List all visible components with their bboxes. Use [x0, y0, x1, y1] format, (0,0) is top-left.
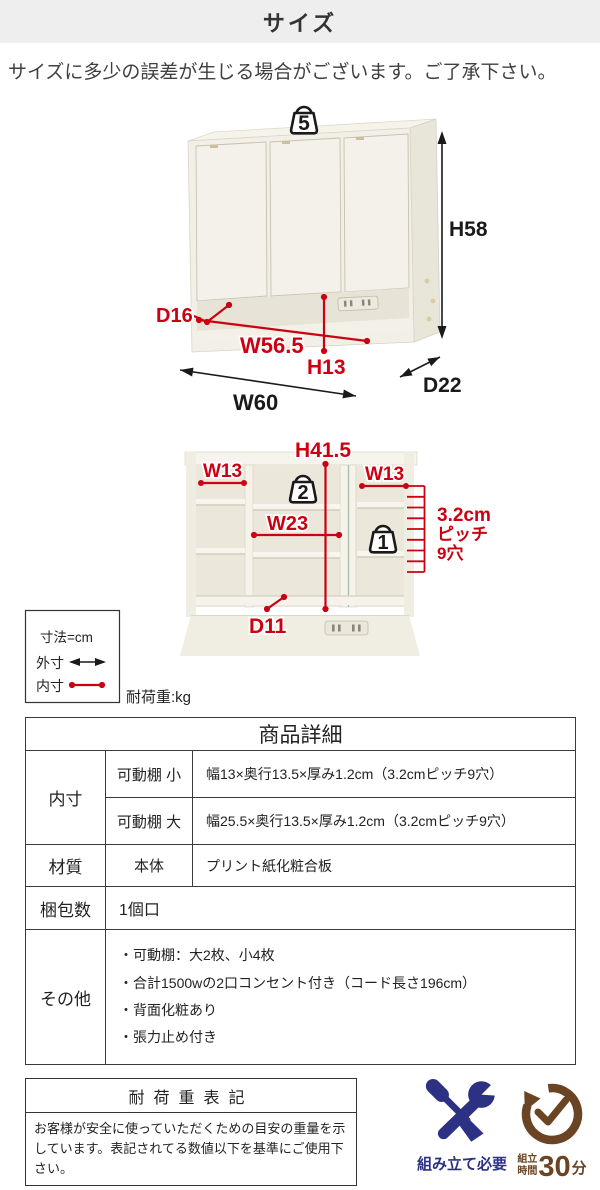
outlet-icon [337, 295, 379, 312]
assembly-time-value: 30 [538, 1151, 571, 1184]
load-badge-2: 2 [288, 474, 318, 504]
assembly-required: 組み立て必要 [406, 1074, 518, 1174]
shelf-small-value: 幅13×奥行13.5×厚み1.2cm（3.2cmピッチ9穴） [191, 750, 577, 798]
assembly-time-prefix-line1: 組立 [517, 1154, 538, 1165]
other-label: その他 [25, 929, 106, 1065]
dim-open-inner-depth: D11 [249, 615, 287, 638]
material-label: 材質 [25, 844, 106, 887]
shelf-large-value: 幅25.5×奥行13.5×厚み1.2cm（3.2cmピッチ9穴） [191, 797, 577, 845]
page-title-bar: サイズ [0, 0, 600, 43]
dimension-legend: 寸法=cm 外寸 内寸 耐荷重:kg [24, 609, 191, 706]
cabinet-front-photo [187, 118, 441, 353]
dim-left-inner-width: W13 [203, 461, 242, 482]
legend-load-label: 耐荷重:kg [126, 689, 191, 706]
dim-inner-width: W56.5 [240, 333, 304, 358]
load-badge-5-value: 5 [298, 112, 310, 135]
dim-center-inner-width: W23 [267, 513, 308, 535]
table-row: 内寸 可動棚 小 幅13×奥行13.5×厚み1.2cm（3.2cmピッチ9穴） [25, 750, 577, 845]
pitch-hole-ticks [407, 485, 426, 573]
pitch-label-1: 3.2cm [437, 505, 491, 526]
legend-outer-label: 外寸 [36, 655, 64, 671]
outlet-icon [324, 620, 369, 636]
shelf-small-label: 可動棚 小 [105, 750, 193, 798]
other-item: ・張力止め付き [119, 1029, 217, 1046]
material-sub-label: 本体 [105, 844, 193, 887]
dim-inner-depth: D16 [156, 305, 193, 327]
load-capacity-note: 耐荷重表記 お客様が安全に使っていただくための目安の重量を示しています。表記され… [25, 1078, 357, 1186]
shelf-boards [196, 499, 404, 605]
product-details-table: 商品詳細 内寸 可動棚 小 幅13×奥行13.5×厚み1.2cm（3.2cmピッ… [24, 717, 577, 1065]
table-row: 可動棚 大 幅25.5×奥行13.5×厚み1.2cm（3.2cmピッチ9穴） [26, 797, 577, 845]
load-badge-1: 1 [368, 524, 398, 554]
package-value: 1個口 [104, 886, 577, 930]
dim-outer-width: W60 [233, 390, 278, 415]
load-badge-1-value: 1 [377, 532, 388, 554]
clock-rotate-icon [521, 1083, 583, 1145]
outer-arrow-icon [69, 658, 106, 666]
dim-inner-height: H13 [307, 356, 346, 379]
wrench-screwdriver-icon [425, 1074, 510, 1142]
load-badge-5: 5 [289, 105, 319, 135]
size-notice-text: サイズに多少の誤差が生じる場合がございます。ご了承下さい。 [8, 62, 557, 83]
legend-unit: 寸法=cm [40, 630, 93, 645]
legend-inner-label: 内寸 [36, 678, 64, 694]
cabinet-open-dimensions: H41.5 W13 W13 2 W23 1 [198, 437, 493, 640]
table-row: その他 ・可動棚：大2枚、小4枚 ・合計1500wの2口コンセント付き（コード長… [25, 929, 577, 1065]
package-label: 梱包数 [25, 886, 106, 930]
inner-line-icon [68, 681, 106, 689]
other-values: ・可動棚：大2枚、小4枚 ・合計1500wの2口コンセント付き（コード長さ196… [104, 929, 577, 1065]
assembly-required-label: 組み立て必要 [416, 1156, 507, 1173]
assembly-time-unit: 分 [571, 1160, 587, 1177]
load-note-title: 耐荷重表記 [26, 1079, 356, 1113]
other-item: ・背面化粧あり [119, 1002, 217, 1018]
dim-open-inner-height: H41.5 [295, 439, 351, 462]
dim-outer-height: H58 [449, 218, 488, 241]
table-row: 材質 本体 プリント紙化粧合板 [25, 844, 577, 887]
material-value: プリント紙化粧合板 [191, 844, 577, 887]
table-row: 梱包数 1個口 [25, 886, 577, 930]
assembly-time-prefix-line2: 時間 [517, 1165, 538, 1177]
pitch-label-2: ピッチ [437, 525, 488, 544]
cabinet-open-photo [180, 451, 420, 656]
other-item: ・可動棚：大2枚、小4枚 [119, 947, 275, 964]
pitch-label-3: 9穴 [437, 543, 463, 563]
assembly-time-prefix: 組立 時間 [517, 1154, 537, 1180]
cabinet-front-dimensions: 5 H58 D16 W56.5 H13 W60 D22 [154, 105, 488, 415]
load-note-body: お客様が安全に使っていただくための目安の重量を示しています。表記されてる数値以下… [34, 1121, 346, 1177]
page-title: サイズ [262, 10, 338, 36]
dim-right-inner-width: W13 [365, 464, 404, 485]
assembly-time: 組立 時間 30 分 [507, 1075, 597, 1184]
assembly-time-caption: 組立 時間 30 分 [507, 1151, 597, 1184]
shelf-large-label: 可動棚 大 [105, 797, 193, 845]
size-diagrams: 5 H58 D16 W56.5 H13 W60 D22 [24, 105, 493, 706]
load-badge-2-value: 2 [297, 482, 308, 504]
other-item: ・合計1500wの2口コンセント付き（コード長さ196cm） [119, 974, 477, 991]
table-title: 商品詳細 [24, 717, 577, 751]
dim-outer-depth: D22 [423, 374, 462, 397]
inner-dims-label: 内寸 [25, 750, 106, 845]
